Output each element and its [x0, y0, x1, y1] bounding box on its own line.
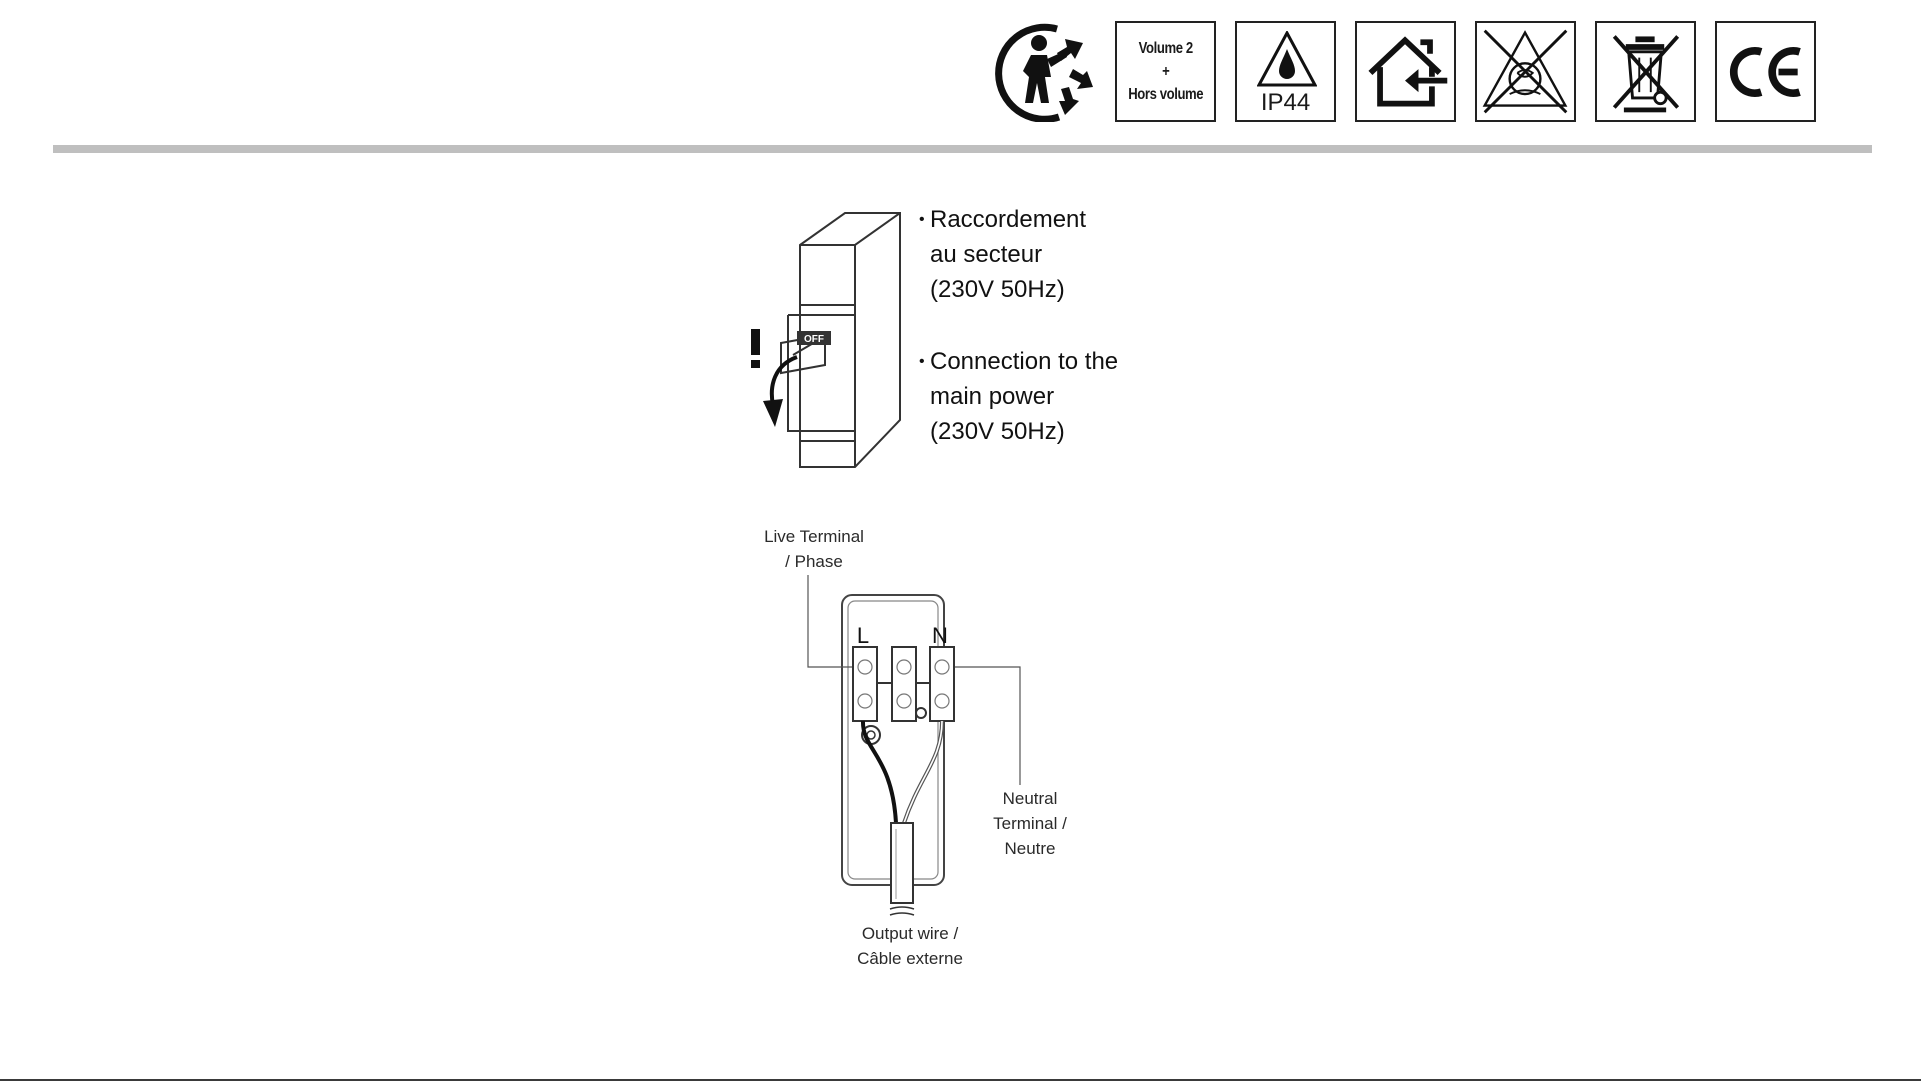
english-line3: (230V 50Hz) — [930, 414, 1118, 449]
ce-mark-icon — [1715, 21, 1816, 122]
french-line3: (230V 50Hz) — [930, 272, 1086, 307]
live-label-line2: / Phase — [754, 549, 874, 574]
terminal-n-label: N — [932, 623, 948, 648]
output-cable — [891, 823, 913, 903]
do-not-cover-icon — [1475, 21, 1576, 122]
english-line2: main power — [930, 379, 1118, 414]
neutral-label-line3: Neutre — [975, 836, 1085, 861]
off-label: OFF — [804, 334, 824, 345]
bullet-french: • Raccordement au secteur (230V 50Hz) — [930, 202, 1086, 307]
neutral-terminal-label: Neutral Terminal / Neutre — [975, 786, 1085, 861]
live-terminal-label: Live Terminal / Phase — [754, 524, 874, 574]
terminal-block-diagram: L N — [800, 575, 1040, 935]
terminal-l-label: L — [857, 623, 869, 648]
volume-label-line1: Volume 2 — [1128, 37, 1203, 60]
volume-zone-icon: Volume 2 + Hors volume — [1115, 21, 1216, 122]
weee-crossed-bin-icon — [1595, 21, 1696, 122]
volume-label-line3: Hors volume — [1128, 83, 1203, 106]
output-label-line1: Output wire / — [840, 921, 980, 946]
volume-label-line2: + — [1128, 60, 1203, 83]
header-separator — [53, 145, 1872, 153]
neutral-label-line1: Neutral — [975, 786, 1085, 811]
circuit-breaker-illustration: OFF — [745, 205, 925, 475]
english-line1: Connection to the — [930, 344, 1118, 379]
terminal-neutral — [930, 647, 954, 721]
neutral-label-line2: Terminal / — [975, 811, 1085, 836]
output-wire-label: Output wire / Câble externe — [840, 921, 980, 971]
recycling-person-icon — [995, 21, 1096, 122]
bullet-english: • Connection to the main power (230V 50H… — [930, 344, 1118, 449]
output-label-line2: Câble externe — [840, 946, 980, 971]
terminal-middle — [892, 647, 916, 721]
certification-icons: Volume 2 + Hors volume IP44 — [995, 21, 1825, 127]
ip-rating-label: IP44 — [1237, 89, 1334, 117]
ip44-water-drop-icon: IP44 — [1235, 21, 1336, 122]
french-line1: Raccordement — [930, 202, 1086, 237]
live-label-line1: Live Terminal — [754, 524, 874, 549]
warning-exclamation-icon — [751, 329, 760, 355]
switch-down-arrow-icon — [772, 357, 797, 405]
indoor-use-house-icon — [1355, 21, 1456, 122]
french-line2: au secteur — [930, 237, 1086, 272]
neutral-wire — [904, 721, 942, 823]
terminal-live — [853, 647, 877, 721]
